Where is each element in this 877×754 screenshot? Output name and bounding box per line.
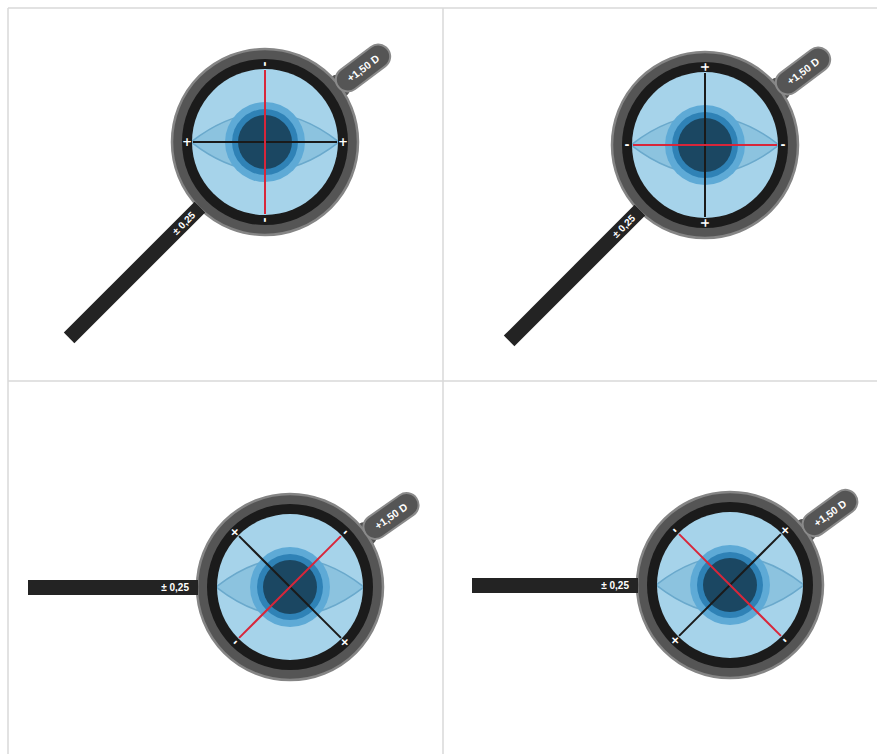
axis-sign: - (625, 139, 630, 151)
lens-rim (637, 492, 823, 678)
axis-sign: - (259, 62, 271, 67)
lens-inner-ring (647, 502, 813, 668)
axis-sign: + (182, 136, 192, 148)
magnifier-lens (637, 492, 823, 678)
value-text: +1,50 D (345, 52, 382, 84)
axis-sign: - (229, 636, 241, 648)
lens-inner-ring (182, 59, 348, 225)
lens-glass (657, 512, 803, 658)
value-text: +1,50 D (372, 501, 409, 532)
lens-handle: ± 0,25 (64, 202, 205, 343)
lens-handle: ± 0,25 (504, 205, 645, 346)
lens-handle: ± 0,25 (472, 578, 638, 593)
axis-sign: + (337, 634, 353, 650)
axis-sign: + (699, 62, 711, 72)
axis-sign: + (227, 524, 243, 540)
value-text: ± 0,25 (601, 578, 629, 593)
value-text: ± 0,25 (609, 211, 639, 241)
value-text: ± 0,25 (161, 580, 189, 595)
power-tab: +1,50 D (770, 41, 837, 100)
value-text: +1,50 D (811, 497, 848, 529)
lens-inner-ring (207, 504, 373, 670)
axis-sign: - (339, 526, 351, 538)
lens-handle: ± 0,25 (28, 580, 198, 595)
axis-sign: + (699, 218, 711, 228)
axis-sign: + (338, 136, 348, 148)
lens-glass (192, 69, 338, 215)
axis-sign: - (779, 634, 791, 646)
red-axis-line (264, 70, 266, 214)
value-text: ± 0,25 (169, 208, 199, 238)
red-axis-line (679, 534, 781, 636)
axis-sign: - (259, 218, 271, 223)
value-text: +1,50 D (785, 55, 822, 87)
axis-sign: + (667, 632, 683, 648)
power-tab: +1,50 D (330, 38, 397, 97)
red-axis-line (633, 144, 777, 146)
black-axis-line (239, 536, 341, 638)
lens-inner-ring (622, 62, 788, 228)
axis-sign: + (777, 522, 793, 538)
axis-sign: - (781, 139, 786, 151)
axis-sign: - (669, 524, 681, 536)
lens-glass (632, 72, 778, 218)
lens-rim (197, 494, 383, 680)
power-tab: +1,50 D (357, 487, 424, 545)
magnifier-lens (197, 494, 383, 680)
lens-glass (217, 514, 363, 660)
power-tab: +1,50 D (796, 483, 863, 542)
red-axis-line (239, 536, 341, 638)
black-axis-line (679, 534, 781, 636)
panel-grid-line (8, 380, 877, 382)
